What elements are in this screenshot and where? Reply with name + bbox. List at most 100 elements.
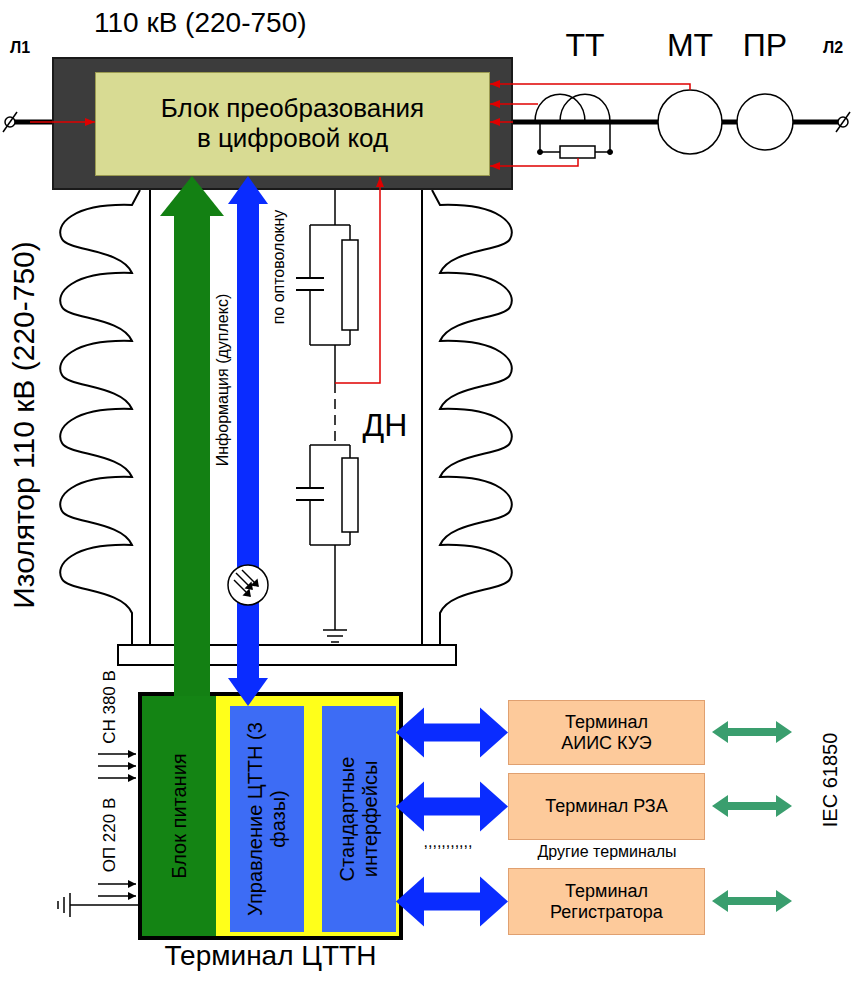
data-arrow — [424, 724, 480, 742]
ground-symbol — [57, 901, 59, 909]
line-terminal — [3, 112, 17, 132]
interface-block: Стандартные интерфейсы — [322, 706, 396, 932]
wire — [309, 445, 311, 488]
box-text: Блок преобразования в цифровой код — [153, 94, 433, 154]
wire — [609, 122, 611, 152]
resistor-symbol — [342, 458, 358, 532]
signal-wires — [30, 84, 690, 383]
ground-symbol — [58, 893, 138, 917]
label-text: ,,,,,,,,,,, — [424, 833, 473, 851]
resistor-symbol — [560, 146, 595, 158]
vertical-label: Информация (дуплекс) — [214, 294, 232, 466]
photodiode-symbol — [236, 573, 252, 589]
capacitor-symbol — [296, 277, 324, 279]
wire — [334, 545, 336, 630]
wire — [309, 500, 311, 545]
signal-wire — [490, 103, 538, 105]
converter-circle — [737, 94, 793, 150]
signal-wire — [490, 158, 578, 166]
box-text: Терминал Регистратора — [544, 881, 669, 922]
resistor-symbol — [342, 240, 358, 330]
bus-arrow — [712, 795, 792, 817]
input-arrow — [98, 883, 136, 885]
insulator-core — [421, 190, 423, 645]
dashed-wire — [334, 383, 336, 445]
wire — [310, 224, 350, 226]
insulator-sheds — [60, 190, 140, 645]
data-arrow — [424, 893, 480, 911]
signal-wire — [490, 121, 513, 123]
photodiode-symbol — [246, 583, 252, 589]
wire — [309, 290, 311, 345]
photodiode-symbol — [244, 590, 250, 596]
bus-arrows — [712, 721, 792, 912]
terminal-box: Терминал РЗА — [508, 773, 705, 840]
bus-arrow — [712, 721, 792, 743]
line-terminal — [836, 112, 850, 132]
power-block: Блок питания — [142, 696, 216, 936]
signal-wire — [30, 121, 95, 123]
vertical-label: по оптоволокну — [270, 210, 288, 325]
insulator-flange — [118, 645, 456, 665]
box-text: Блок питания — [168, 704, 191, 928]
box-text: Терминал АИИС КУЭ — [544, 712, 669, 753]
junction-dot — [538, 150, 543, 155]
vertical-label: IEC 61850 — [819, 733, 842, 828]
ground-symbol — [327, 635, 343, 637]
power-arrow — [174, 216, 210, 696]
wire — [310, 544, 350, 546]
ground-symbol — [331, 641, 339, 643]
data-arrow — [237, 204, 259, 678]
box-text: Управление ЦТТН (3 фазы) — [244, 714, 290, 924]
label-text: Л1 — [10, 39, 30, 57]
wire — [349, 445, 351, 458]
input-arrow — [98, 753, 136, 755]
control-block: Управление ЦТТН (3 фазы) — [230, 706, 304, 932]
wire — [334, 190, 336, 225]
wire — [349, 330, 351, 345]
label-text: Другие терминалы — [537, 843, 676, 861]
box-text: Стандартные интерфейсы — [336, 714, 382, 924]
input-arrow — [98, 777, 136, 779]
insulator — [60, 190, 512, 665]
vertical-label: ОП 220 В — [100, 798, 120, 873]
insulator-sheds — [432, 190, 512, 645]
input-arrow — [98, 895, 136, 897]
signal-wire — [490, 84, 690, 90]
photodiode-symbol — [228, 565, 268, 605]
bus-arrow — [712, 890, 792, 912]
converter-box: Блок преобразования в цифровой код — [95, 72, 490, 176]
box-heading: Терминал ЦТТН — [142, 940, 399, 972]
housing-box: Блок преобразования в цифровой код110 кВ… — [52, 57, 513, 190]
label-text: ДН — [363, 407, 408, 444]
ground-symbol — [323, 629, 347, 631]
label-text: ПР — [743, 27, 787, 64]
label-text: ТТ — [565, 27, 604, 64]
wire — [310, 344, 350, 346]
terminal-box: Блок питания Управление ЦТТН (3 фазы) Стан… — [138, 692, 403, 940]
vertical-label: СН 380 В — [100, 670, 120, 744]
terminal-box: Терминал АИИС КУЭ — [508, 700, 705, 765]
wire — [334, 345, 336, 383]
label-text: Л2 — [823, 39, 843, 57]
ground-symbol — [63, 897, 65, 913]
terminal-box: Терминал Регистратора — [508, 868, 705, 935]
wire — [349, 225, 351, 240]
signal-wire — [335, 177, 380, 383]
insulator-core — [149, 190, 151, 645]
box-text: Терминал РЗА — [545, 796, 667, 817]
box-heading: 110 кВ (220-750) — [94, 7, 307, 39]
photodiode-symbol — [252, 580, 258, 586]
wire — [70, 904, 138, 906]
wire — [309, 225, 311, 278]
wire — [539, 122, 541, 152]
current-transformer — [560, 94, 610, 122]
ground-symbol — [69, 893, 71, 917]
supply-inputs — [98, 754, 136, 896]
photodiode-symbol — [228, 565, 268, 605]
wire — [310, 444, 350, 446]
vertical-label: Изолятор 110 кВ (220-750) — [7, 241, 42, 609]
magnetic-transformer — [658, 90, 722, 154]
junction-dot — [608, 150, 613, 155]
